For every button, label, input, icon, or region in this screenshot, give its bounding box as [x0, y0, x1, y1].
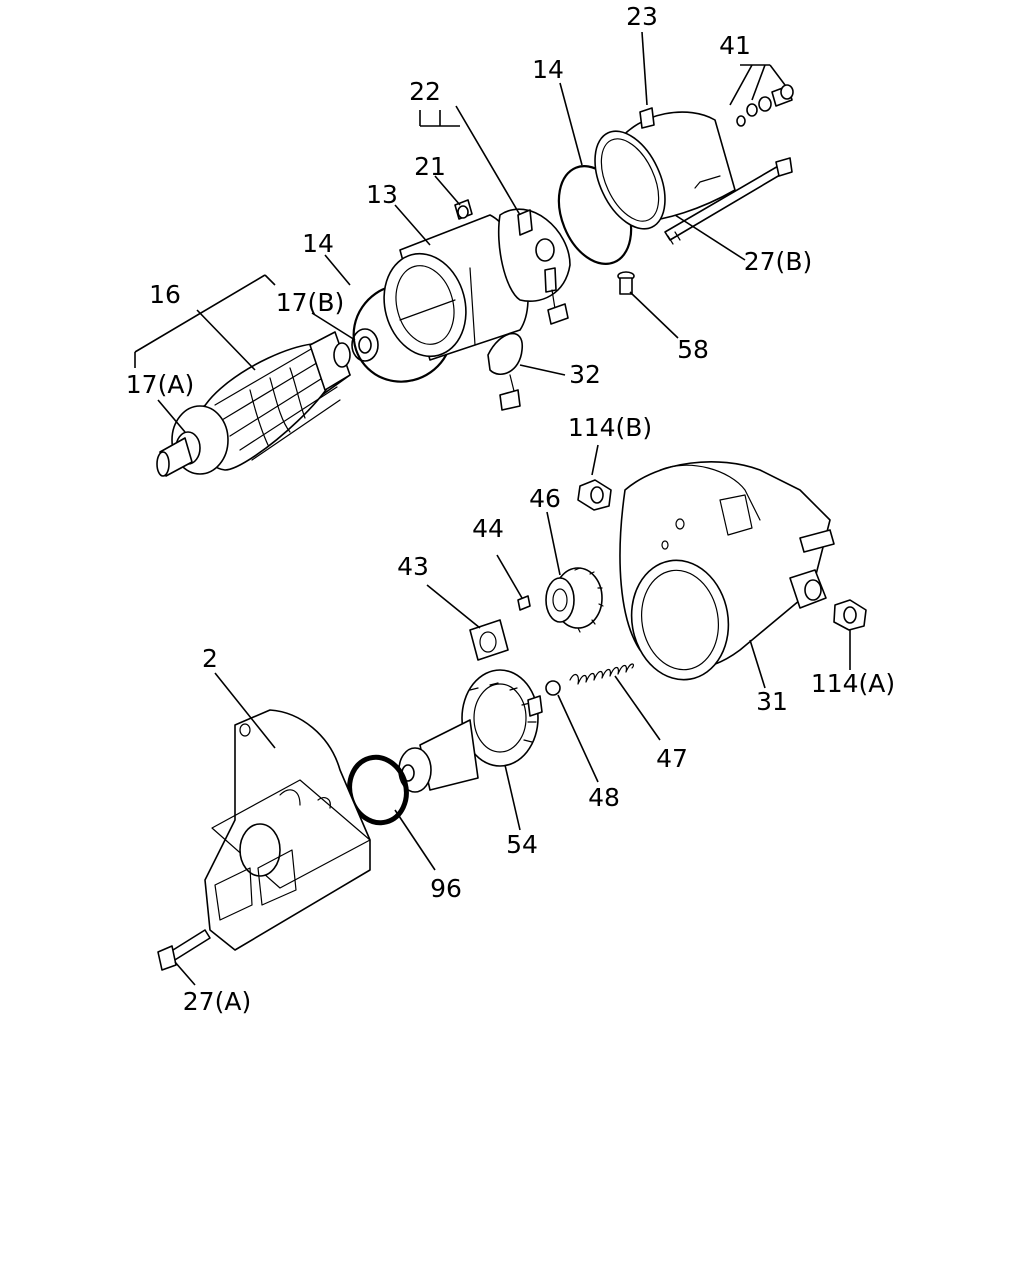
nut-114b-part[interactable] — [577, 479, 612, 511]
screw-set-41-part[interactable] — [736, 84, 794, 127]
housing-part[interactable] — [619, 461, 835, 688]
callout-58: 58 — [677, 335, 709, 364]
callout-114a: 114(A) — [811, 669, 895, 698]
callout-32: 32 — [569, 360, 601, 389]
callout-labels: 23 41 14 22 21 13 14 27(B) 16 17(B) 58 3… — [126, 2, 895, 1016]
brush-holder-part[interactable] — [497, 208, 571, 325]
callout-23: 23 — [626, 2, 658, 31]
front-bracket-part[interactable] — [204, 709, 371, 951]
armature-part[interactable] — [156, 331, 351, 477]
callout-21: 21 — [414, 152, 446, 181]
lead-wire-32-part[interactable] — [487, 332, 523, 411]
callout-46: 46 — [529, 484, 561, 513]
callout-31: 31 — [756, 687, 788, 716]
callout-2: 2 — [202, 644, 218, 673]
spring-47-part[interactable] — [569, 663, 635, 685]
callout-43: 43 — [397, 552, 429, 581]
retainer-43-part[interactable] — [469, 619, 509, 661]
pin-44-part[interactable] — [517, 595, 531, 611]
cap-58-part[interactable] — [617, 271, 635, 295]
bolt-27a-part[interactable] — [157, 929, 211, 971]
callout-41: 41 — [719, 31, 751, 60]
callout-17b: 17(B) — [276, 288, 344, 317]
callout-22: 22 — [409, 77, 441, 106]
callout-96: 96 — [430, 874, 462, 903]
callout-27b: 27(B) — [744, 247, 812, 276]
callout-13: 13 — [366, 180, 398, 209]
gear-46-part[interactable] — [545, 567, 604, 633]
ball-48-part[interactable] — [545, 680, 561, 696]
callout-47: 47 — [656, 744, 688, 773]
nut-114a-part[interactable] — [833, 599, 867, 631]
callout-44: 44 — [472, 514, 504, 543]
pinion-clutch-54-part[interactable] — [398, 669, 543, 793]
callout-27a: 27(A) — [183, 987, 251, 1016]
through-bolt-27b-part[interactable] — [664, 157, 793, 245]
callout-14-left: 14 — [302, 229, 334, 258]
callout-14-top: 14 — [532, 55, 564, 84]
callout-17a: 17(A) — [126, 370, 194, 399]
rear-cover-part[interactable] — [581, 107, 736, 240]
callout-114b: 114(B) — [568, 413, 652, 442]
callout-16: 16 — [149, 280, 181, 309]
bearing-17b-part[interactable] — [351, 328, 379, 362]
callout-54: 54 — [506, 830, 538, 859]
callout-48: 48 — [588, 783, 620, 812]
leader-lines — [134, 31, 851, 986]
